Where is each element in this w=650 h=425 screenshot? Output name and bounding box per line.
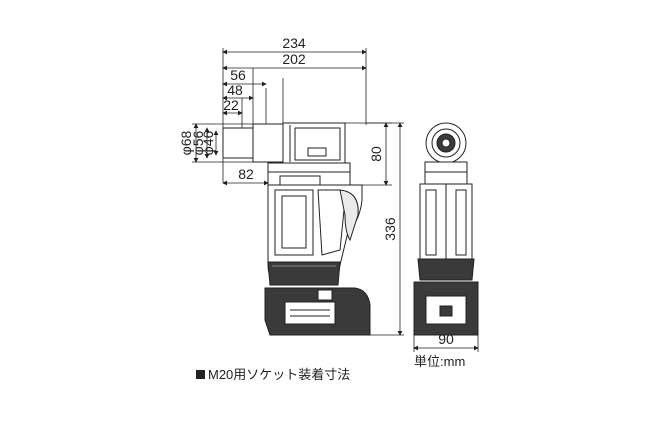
dim-body-length: 202: [282, 51, 306, 67]
socket-body: [252, 123, 284, 163]
dim-width: 90: [438, 331, 454, 347]
dim-dia-56: φ56: [190, 130, 206, 155]
dim-head-offset: 82: [238, 166, 254, 182]
dim-total-height: 336: [382, 217, 398, 241]
unit-label: 単位:mm: [414, 354, 465, 369]
dim-dia-46: φ46: [200, 130, 216, 155]
caption-text: M20用ソケット装着寸法: [208, 367, 350, 382]
dim-socket-48: 48: [227, 82, 243, 98]
brand-label: [307, 147, 327, 157]
dim-socket-22: 22: [223, 97, 239, 113]
dim-overall-length: 234: [282, 35, 306, 51]
dimension-lines: [192, 48, 479, 352]
dim-dia-68: φ68: [178, 130, 194, 155]
dim-socket-56: 56: [230, 67, 246, 83]
dim-head-height: 80: [368, 146, 384, 162]
side-view-tool: [222, 122, 371, 336]
front-view-tool: [413, 122, 479, 336]
caption-bullet: [196, 370, 205, 379]
socket-tip: [222, 127, 254, 159]
